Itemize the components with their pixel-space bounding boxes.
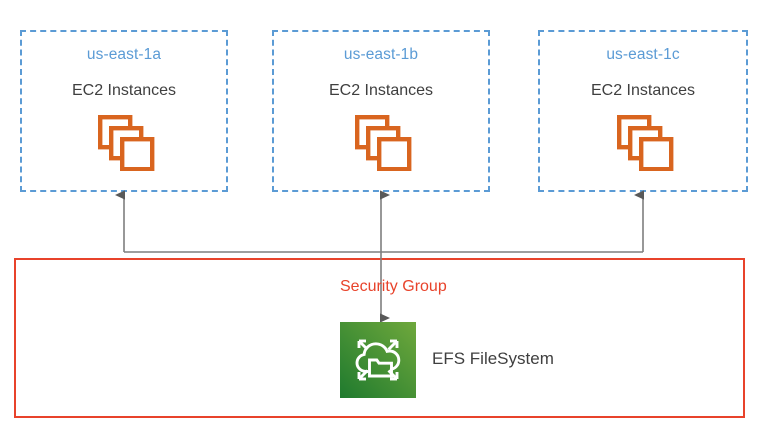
az-title-us-east-1a: us-east-1a (86, 46, 162, 63)
security-group-label: Security Group (340, 278, 447, 295)
efs-filesystem-label: EFS FileSystem (432, 349, 554, 368)
security-group-boundary (14, 258, 745, 418)
az-resource-label-us-east-1b: EC2 Instances (328, 82, 434, 99)
efs-filesystem-icon (340, 322, 416, 398)
ec2-instances-icon (617, 115, 681, 171)
availability-zone-us-east-1a: us-east-1a EC2 Instances (20, 30, 228, 192)
ec2-instances-icon (355, 115, 419, 171)
az-title-us-east-1b: us-east-1b (343, 46, 419, 63)
az-resource-label-us-east-1a: EC2 Instances (71, 82, 177, 99)
availability-zone-us-east-1b: us-east-1b EC2 Instances (272, 30, 490, 192)
ec2-instances-icon (98, 115, 162, 171)
az-resource-label-us-east-1c: EC2 Instances (590, 82, 696, 99)
availability-zone-us-east-1c: us-east-1c EC2 Instances (538, 30, 748, 192)
az-title-us-east-1c: us-east-1c (606, 46, 680, 63)
